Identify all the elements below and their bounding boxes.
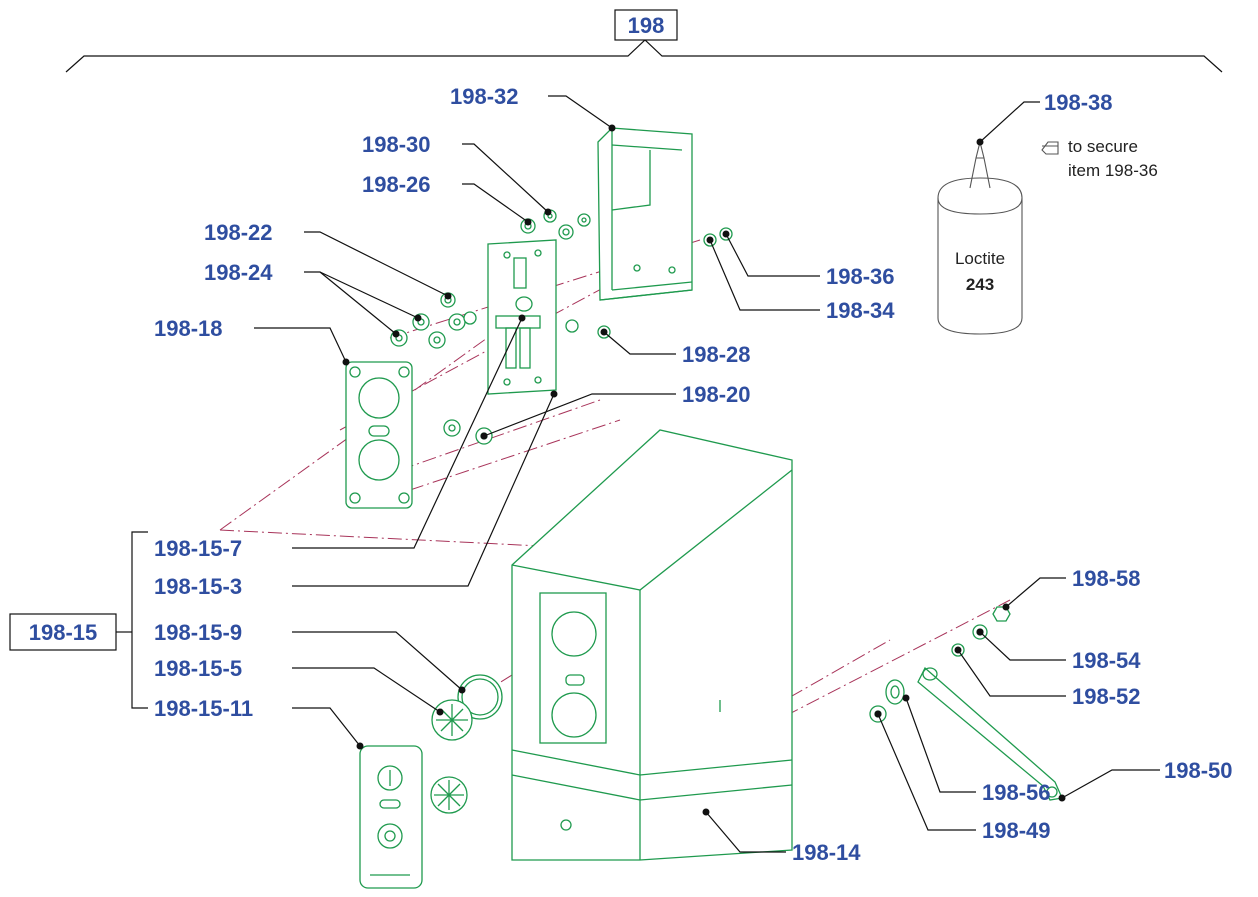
leader-lines xyxy=(254,95,1160,853)
callout-198-22: 198-22 xyxy=(204,220,273,245)
gasket-198-18 xyxy=(345,361,413,509)
callout-198-58: 198-58 xyxy=(1072,566,1141,591)
subassembly-brace: 198-15 xyxy=(9,531,148,709)
callout-198-38: 198-38 xyxy=(1044,90,1113,115)
callout-198-20: 198-20 xyxy=(682,382,751,407)
callout-198-18: 198-18 xyxy=(154,316,223,341)
subassembly-label: 198-15 xyxy=(29,620,98,645)
cover-198-32 xyxy=(597,127,693,301)
callout-198-30: 198-30 xyxy=(362,132,431,157)
seals xyxy=(430,674,503,814)
assembly-bracket: 198 xyxy=(65,9,1223,73)
callout-198-34: 198-34 xyxy=(826,298,895,323)
callout-labels: 198-32 198-30 198-26 198-22 198-24 198-1… xyxy=(154,84,1233,865)
bottle-brand: Loctite xyxy=(955,249,1005,268)
note-line-2: item 198-36 xyxy=(1068,161,1158,180)
housing-198-14 xyxy=(511,429,793,861)
callout-198-24: 198-24 xyxy=(204,260,273,285)
bottle-grade: 243 xyxy=(966,275,994,294)
callout-198-14: 198-14 xyxy=(792,840,861,865)
callout-198-49: 198-49 xyxy=(982,818,1051,843)
callout-198-32: 198-32 xyxy=(450,84,519,109)
callout-198-28: 198-28 xyxy=(682,342,751,367)
loctite-bottle: Loctite 243 xyxy=(937,141,1023,335)
leader-dots xyxy=(342,124,1066,816)
callout-198-50: 198-50 xyxy=(1164,758,1233,783)
callout-198-15-5: 198-15-5 xyxy=(154,656,242,681)
callout-198-15-11: 198-15-11 xyxy=(154,696,253,721)
callout-198-52: 198-52 xyxy=(1072,684,1141,709)
callout-198-36: 198-36 xyxy=(826,264,895,289)
subassembly-label-box xyxy=(9,613,117,651)
assembly-label-box xyxy=(614,9,678,41)
callout-198-54: 198-54 xyxy=(1072,648,1141,673)
callout-198-26: 198-26 xyxy=(362,172,431,197)
assembly-label: 198 xyxy=(628,13,665,38)
loctite-note: to secure item 198-36 xyxy=(1041,137,1158,180)
callout-198-56: 198-56 xyxy=(982,780,1051,805)
callout-198-15-9: 198-15-9 xyxy=(154,620,242,645)
rod-assembly xyxy=(869,606,1063,801)
pointing-hand-icon xyxy=(1041,141,1059,155)
front-plate-198-15-11 xyxy=(359,745,423,889)
note-line-1: to secure xyxy=(1068,137,1138,156)
callout-198-15-3: 198-15-3 xyxy=(154,574,242,599)
callout-198-15-7: 198-15-7 xyxy=(154,536,242,561)
